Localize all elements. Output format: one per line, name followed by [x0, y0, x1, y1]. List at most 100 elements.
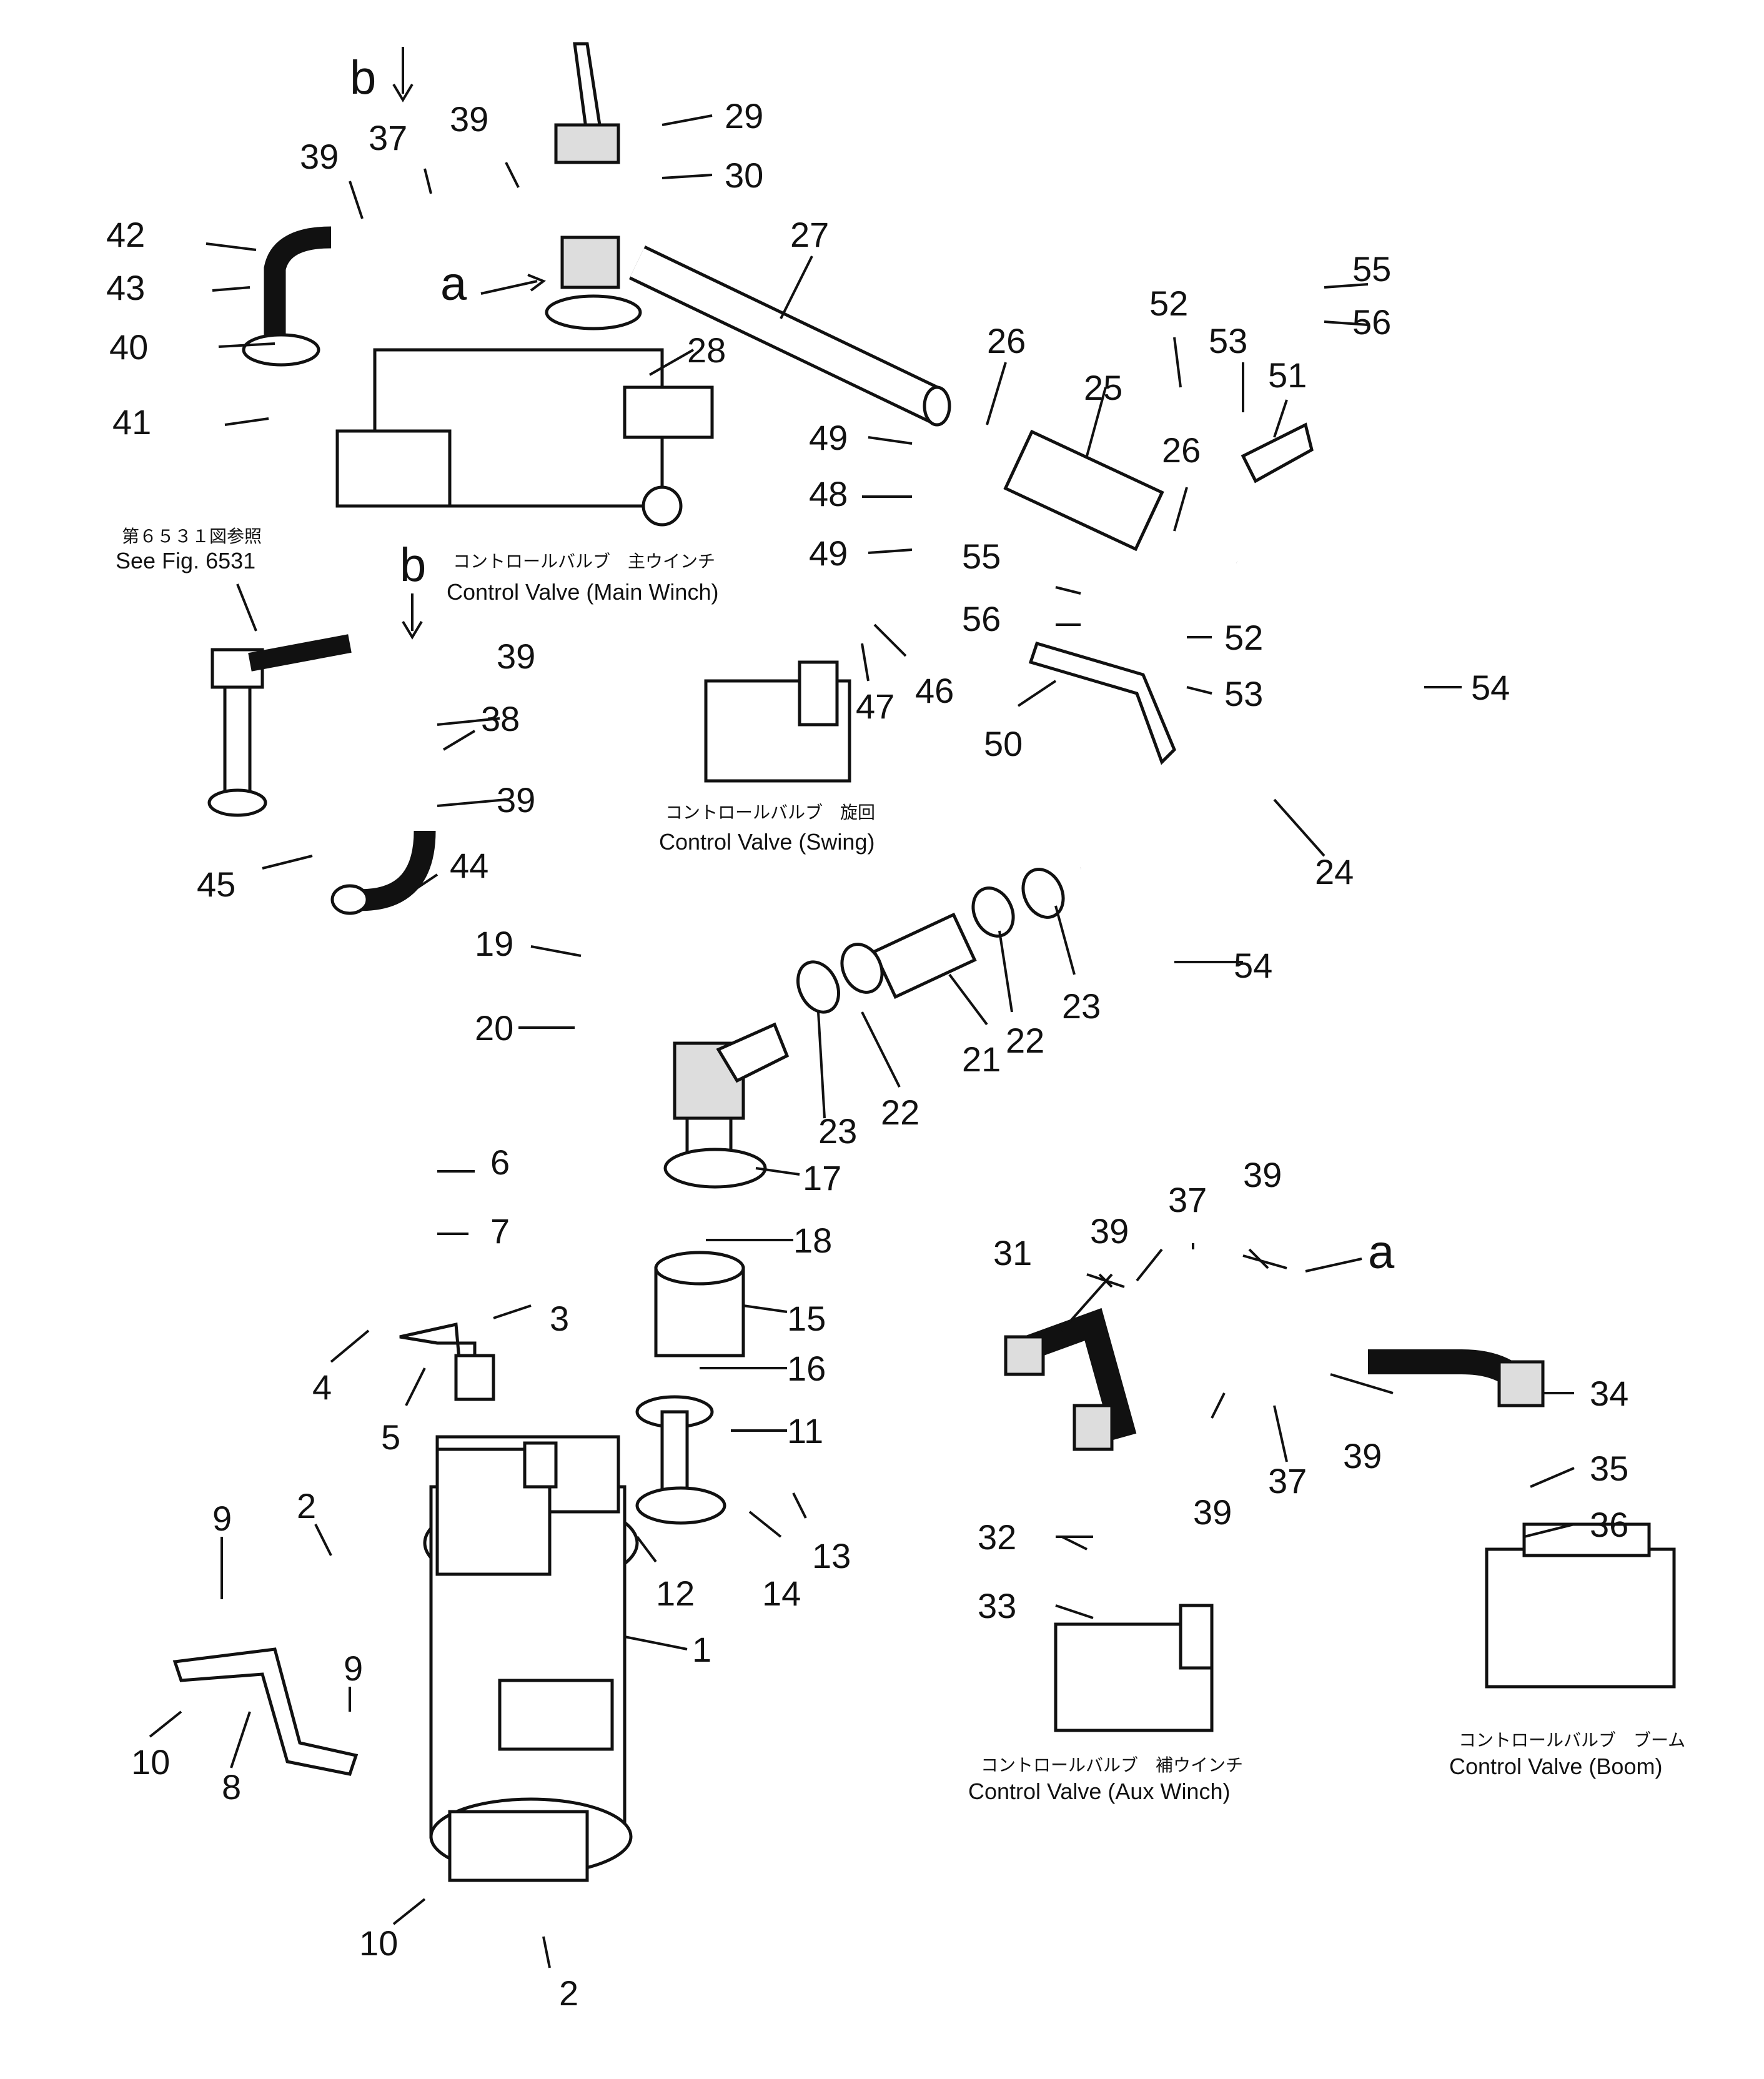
- callout-56-mid: 56: [962, 599, 1001, 638]
- callout-39-b: 39: [450, 99, 488, 139]
- elbow-17: [663, 1022, 790, 1189]
- pipe-24: [1074, 548, 1340, 883]
- callout-45: 45: [197, 865, 235, 904]
- callout-47: 47: [856, 687, 894, 726]
- callout-3: 3: [550, 1299, 569, 1338]
- callout-49-bottom: 49: [809, 533, 848, 573]
- callout-numbers: 1 2 2 3 4 5 6 7 8 9 9 10 10 11 12 13 14 …: [106, 96, 1628, 2013]
- caption-boom-en: Control Valve (Boom): [1449, 1754, 1662, 1779]
- leader-lines: [149, 114, 1575, 1968]
- block-15: [654, 1251, 745, 1357]
- aux-winch-valve: [1054, 1604, 1214, 1732]
- callout-32: 32: [978, 1517, 1016, 1557]
- caption-ref-en: See Fig. 6531: [116, 548, 255, 573]
- hose-25: [1003, 429, 1164, 552]
- callout-5: 5: [381, 1417, 400, 1457]
- callout-22-left: 22: [881, 1093, 919, 1132]
- main-winch-valve: [335, 348, 714, 527]
- callout-21: 21: [962, 1040, 1001, 1079]
- callout-38: 38: [481, 699, 520, 738]
- callout-23-left: 23: [818, 1111, 857, 1151]
- letter-a-top: a: [440, 257, 467, 310]
- callout-4: 4: [312, 1367, 332, 1407]
- callout-8: 8: [222, 1767, 241, 1807]
- callout-43: 43: [106, 268, 145, 307]
- callout-48: 48: [809, 474, 848, 514]
- callout-44: 44: [450, 846, 488, 885]
- callout-40: 40: [109, 327, 148, 367]
- caption-boom-jp: コントロールバルブ ブーム: [1459, 1730, 1685, 1750]
- pipe-40: [242, 226, 332, 367]
- callout-41: 41: [112, 402, 151, 442]
- pipe-27: [629, 245, 951, 427]
- callout-29: 29: [725, 96, 763, 136]
- callout-12: 12: [656, 1574, 695, 1613]
- callout-53-bottom: 53: [1224, 674, 1263, 713]
- caption-main-winch-jp: コントロールバルブ 主ウインチ: [453, 551, 715, 572]
- callout-22-right: 22: [1006, 1021, 1044, 1060]
- connection-letters: b b a a: [350, 47, 1395, 1279]
- callout-7: 7: [490, 1211, 510, 1251]
- callout-9-right: 9: [344, 1649, 363, 1688]
- callout-17: 17: [803, 1158, 841, 1198]
- callout-39-e: 39: [1090, 1211, 1129, 1251]
- callout-51: 51: [1268, 355, 1307, 395]
- bracket-3: [399, 1322, 495, 1401]
- captions: コントロールバルブ 主ウインチ Control Valve (Main Winc…: [116, 526, 1685, 1804]
- left-tee-45: [207, 634, 352, 817]
- callout-34: 34: [1590, 1374, 1628, 1413]
- pipe-44: [330, 830, 436, 915]
- callout-26-right: 26: [1162, 430, 1201, 470]
- callout-49-top: 49: [809, 418, 848, 457]
- letter-b-top: b: [350, 51, 376, 104]
- callout-50: 50: [984, 724, 1023, 763]
- callout-39-d: 39: [497, 780, 535, 820]
- callout-10-bottom: 10: [359, 1923, 398, 1963]
- pipe-31-group: [1004, 1307, 1137, 1451]
- callout-18: 18: [793, 1221, 832, 1260]
- callout-35: 35: [1590, 1449, 1628, 1488]
- callout-1: 1: [692, 1630, 711, 1669]
- callout-33: 33: [978, 1586, 1016, 1625]
- boom-valve: [1485, 1522, 1676, 1689]
- swing-valve: [704, 660, 851, 783]
- callout-23-right: 23: [1062, 986, 1101, 1026]
- caption-main-winch-en: Control Valve (Main Winch): [447, 579, 718, 605]
- callout-37-lower: 37: [1268, 1461, 1307, 1501]
- coupling-21: [796, 868, 1065, 1014]
- callout-54-right: 54: [1471, 668, 1510, 707]
- callout-2-top: 2: [297, 1486, 316, 1526]
- callout-10-left: 10: [131, 1742, 170, 1782]
- callout-31: 31: [993, 1233, 1032, 1273]
- callout-11: 11: [787, 1411, 823, 1451]
- letter-b-mid: b: [400, 538, 426, 592]
- callout-26-left: 26: [987, 321, 1026, 360]
- caption-swing-en: Control Valve (Swing): [659, 829, 875, 855]
- callout-25: 25: [1084, 368, 1122, 407]
- bracket-51: [1241, 422, 1314, 484]
- callout-54-bottom: 54: [1234, 946, 1272, 985]
- callout-39-a: 39: [300, 137, 339, 176]
- caption-aux-winch-jp: コントロールバルブ 補ウインチ: [981, 1755, 1243, 1775]
- tee-block-top: [545, 42, 642, 330]
- callout-39-f: 39: [1243, 1155, 1282, 1194]
- callout-39-h: 39: [1343, 1436, 1382, 1476]
- callout-42: 42: [106, 215, 145, 254]
- pipe-34: [1368, 1349, 1545, 1407]
- callout-20: 20: [475, 1008, 513, 1048]
- callout-36: 36: [1590, 1505, 1628, 1544]
- caption-aux-winch-en: Control Valve (Aux Winch): [968, 1779, 1230, 1804]
- callout-56-top: 56: [1352, 302, 1391, 342]
- bracket-50: [1028, 641, 1176, 765]
- callout-24: 24: [1315, 852, 1354, 891]
- callout-15: 15: [787, 1299, 826, 1338]
- callout-55-top: 55: [1352, 249, 1391, 289]
- callout-6: 6: [490, 1143, 510, 1182]
- callout-2-bottom: 2: [559, 1973, 578, 2013]
- callout-9-left: 9: [212, 1499, 232, 1538]
- swivel-top-block: [435, 1441, 558, 1576]
- callout-28: 28: [687, 330, 726, 370]
- elbow-11: [635, 1395, 726, 1525]
